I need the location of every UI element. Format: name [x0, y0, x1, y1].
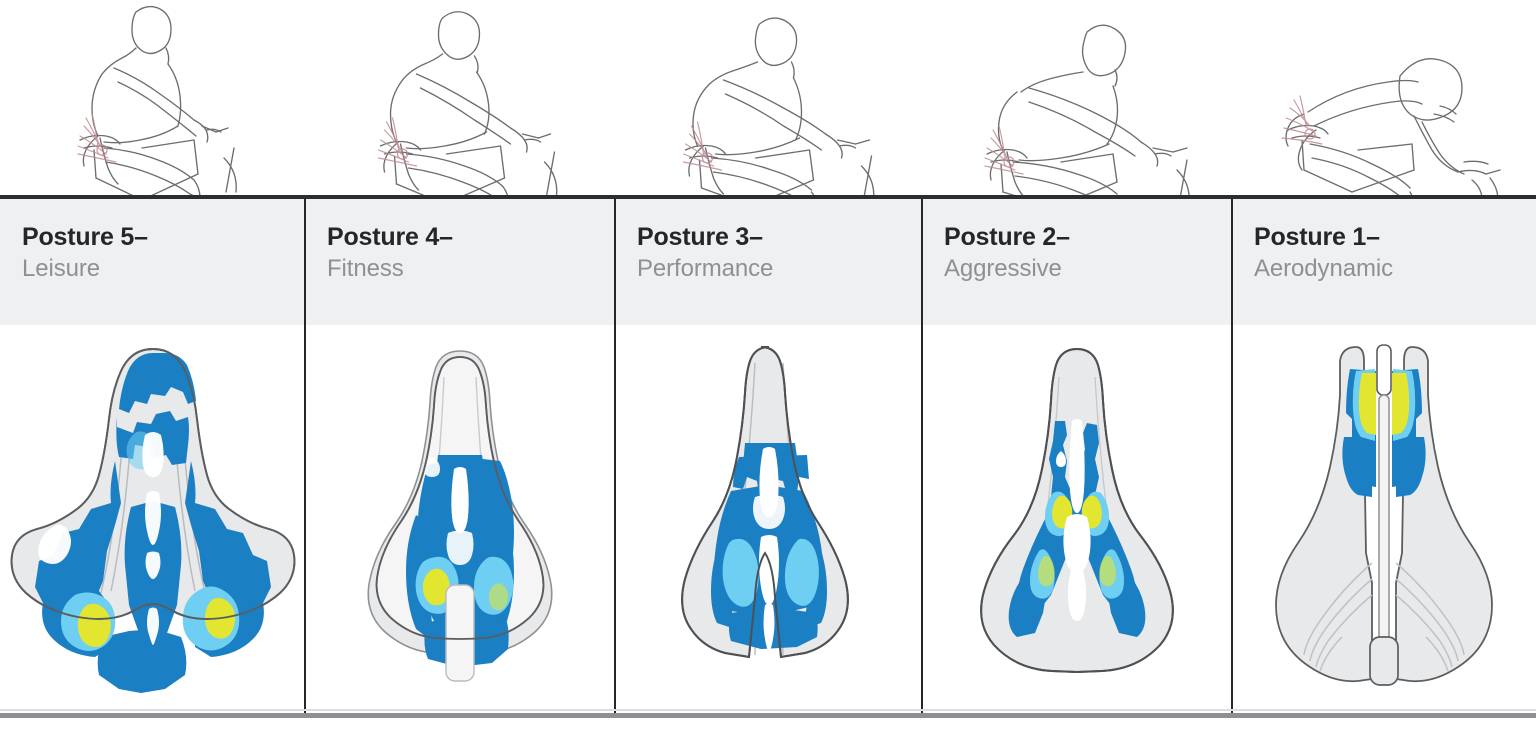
pelvis-angle-accent-icon — [984, 125, 1024, 175]
posture-subtitle: Aerodynamic — [1254, 254, 1393, 282]
panel-posture-1[interactable]: Posture 1– Aerodynamic — [1232, 0, 1536, 731]
rider-illustration-posture-1 — [1232, 0, 1536, 197]
saddle-medium-cutout-icon — [367, 350, 553, 682]
posture-subtitle: Leisure — [22, 254, 101, 282]
saddle-pressure-map-posture-1 — [1232, 325, 1536, 731]
posture-title: Posture 5– — [22, 223, 148, 251]
footer-rule-light — [0, 709, 1536, 711]
panel-header-posture-1: Posture 1– Aerodynamic — [1232, 197, 1536, 325]
pressure-high-region — [1358, 373, 1410, 435]
panel-divider-2 — [614, 197, 616, 715]
cyclist-low-aggressive-icon — [984, 24, 1190, 197]
panel-header-posture-3: Posture 3– Performance — [615, 197, 922, 325]
saddle-pressure-map-posture-3 — [615, 325, 922, 731]
saddle-pressure-map-posture-4 — [305, 325, 615, 731]
posture-subtitle: Aggressive — [944, 254, 1062, 282]
posture-title: Posture 3– — [637, 223, 763, 251]
posture-subtitle: Fitness — [327, 254, 404, 282]
posture-title: Posture 2– — [944, 223, 1070, 251]
rider-illustration-posture-3 — [615, 0, 922, 197]
pelvis-angle-accent-icon — [682, 121, 722, 171]
pelvis-angle-accent-icon — [377, 117, 418, 167]
panel-header-posture-5: Posture 5– Leisure — [0, 197, 305, 325]
pressure-relief-channel — [37, 432, 164, 645]
pressure-relief-channel — [1056, 419, 1091, 621]
panel-posture-5[interactable]: Posture 5– Leisure — [0, 0, 305, 731]
panel-divider-1 — [304, 197, 306, 715]
saddle-wide-comfort-icon — [10, 348, 295, 693]
cyclist-forward-performance-icon — [682, 17, 874, 197]
rider-illustration-posture-5 — [0, 0, 305, 197]
posture-title: Posture 4– — [327, 223, 453, 251]
cyclist-aero-tt-icon — [1281, 58, 1501, 197]
saddle-narrow-race-icon — [980, 347, 1174, 674]
pressure-high-region — [422, 568, 509, 611]
posture-title: Posture 1– — [1254, 223, 1380, 251]
saddle-pressure-map-posture-2 — [922, 325, 1232, 731]
cyclist-upright-leisure-icon — [76, 5, 237, 197]
rider-illustration-posture-4 — [305, 0, 615, 197]
cyclist-slight-forward-fitness-icon — [377, 11, 558, 197]
saddle-split-nose-tt-icon — [1275, 344, 1493, 686]
panel-posture-3[interactable]: Posture 3– Performance — [615, 0, 922, 731]
pressure-relief-channel — [424, 457, 475, 682]
panel-divider-3 — [921, 197, 923, 715]
pressure-mid-region — [722, 538, 819, 607]
footer-rule — [0, 713, 1536, 718]
panel-posture-2[interactable]: Posture 2– Aggressive — [922, 0, 1232, 731]
split-nose-gap — [1369, 344, 1399, 686]
panel-header-posture-2: Posture 2– Aggressive — [922, 197, 1232, 325]
saddle-split-tail-performance-icon — [680, 346, 849, 659]
rider-illustration-posture-2 — [922, 0, 1232, 197]
posture-subtitle: Performance — [637, 254, 774, 282]
panel-divider-4 — [1231, 197, 1233, 715]
pelvis-angle-accent-icon — [1281, 95, 1323, 145]
saddle-pressure-map-posture-5 — [0, 325, 305, 731]
panel-header-posture-4: Posture 4– Fitness — [305, 197, 615, 325]
header-top-rule — [0, 195, 1536, 199]
panel-posture-4[interactable]: Posture 4– Fitness — [305, 0, 615, 731]
pelvis-angle-accent-icon — [76, 113, 117, 163]
